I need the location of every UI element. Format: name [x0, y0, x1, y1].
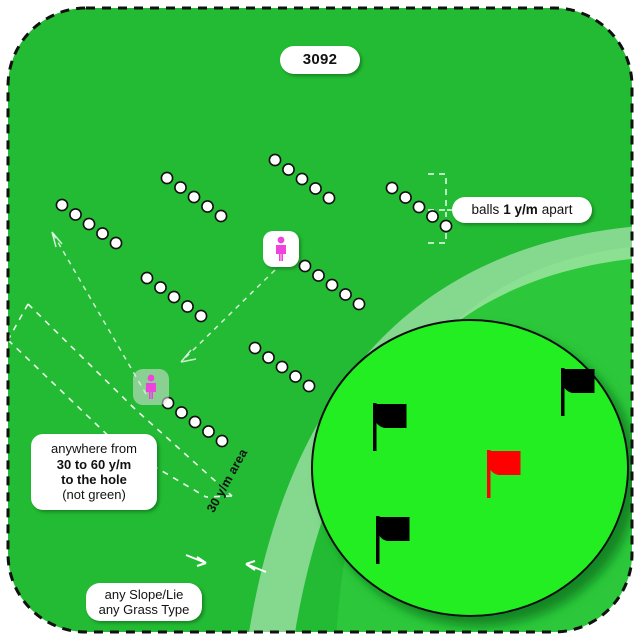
golf-ball — [268, 153, 282, 167]
title-badge: 3092 — [280, 46, 360, 74]
field-boundary — [6, 6, 634, 634]
golf-ball — [140, 271, 154, 285]
golf-ball — [385, 181, 399, 195]
balls-label-distance: 1 y/m — [503, 202, 538, 218]
flag-pole — [487, 450, 491, 498]
golf-ball — [160, 171, 174, 185]
distance-zone-label: anywhere from 30 to 60 y/m to the hole (… — [31, 434, 157, 510]
golf-ball — [82, 217, 96, 231]
flag-pole — [561, 368, 565, 416]
golf-ball — [275, 360, 289, 374]
grass-line-2: any Grass Type — [98, 602, 190, 617]
golf-ball — [187, 190, 201, 204]
arrowhead-lower-left — [180, 349, 197, 363]
golf-ball — [399, 191, 412, 204]
flag-pole — [373, 403, 377, 451]
cluster-top-center — [268, 153, 336, 205]
flag-banner — [376, 404, 407, 428]
golf-ball — [426, 210, 439, 223]
golf-ball — [181, 300, 194, 313]
golf-ball — [322, 191, 336, 205]
golf-ball — [295, 172, 309, 186]
band-arrow-left — [185, 554, 207, 567]
golf-ball — [298, 259, 312, 273]
player-marker-main[interactable] — [263, 231, 299, 267]
golf-ball — [262, 351, 275, 364]
golf-ball — [289, 370, 302, 383]
golf-ball — [154, 281, 167, 294]
golf-ball — [174, 181, 187, 194]
golf-ball — [55, 198, 69, 212]
flag-banner — [564, 369, 595, 393]
flag-pole — [376, 516, 380, 564]
cluster-top-right — [385, 181, 453, 233]
player-marker-alt[interactable] — [133, 369, 169, 405]
golf-ball — [69, 208, 82, 221]
cluster-lower-mid — [248, 341, 316, 393]
golf-ball — [352, 297, 366, 311]
flag-upper-right-green — [561, 368, 595, 416]
golf-ball — [215, 434, 229, 448]
flags — [373, 368, 595, 564]
golf-ball — [412, 200, 426, 214]
golf-ball — [248, 341, 262, 355]
cluster-left-upper — [55, 198, 123, 250]
grass-line-1: any Slope/Lie — [104, 586, 184, 602]
balls-spacing-label: balls 1 y/m apart — [452, 197, 592, 223]
arrowhead-upper-left — [51, 231, 63, 248]
cluster-mid-upper — [160, 171, 228, 223]
cluster-center — [140, 271, 208, 323]
putting-green — [311, 319, 629, 617]
flag-pin-red — [487, 450, 521, 498]
golf-ball — [439, 219, 453, 233]
title-text: 3092 — [302, 51, 338, 69]
golf-ball — [325, 278, 339, 292]
zone-guide-lines — [8, 303, 233, 498]
direction-arrows — [51, 231, 276, 395]
golf-ball — [167, 290, 181, 304]
zone-line-4: (not green) — [62, 487, 126, 503]
balls-label-pre: balls — [471, 202, 500, 218]
golf-ball — [96, 227, 109, 240]
zone-line-1: anywhere from — [51, 441, 137, 457]
golf-ball — [109, 236, 123, 250]
cluster-lower-left — [161, 396, 229, 448]
balls-label-post: apart — [541, 202, 573, 218]
zone-line-2: 30 to 60 y/m — [56, 456, 132, 472]
person-icon — [142, 374, 160, 400]
cluster-right-mid — [298, 259, 366, 311]
flag-banner — [490, 451, 521, 475]
golf-ball — [175, 406, 188, 419]
band-arrow-right — [245, 560, 267, 573]
flag-banner — [379, 517, 410, 541]
golf-ball — [339, 288, 352, 301]
golf-ball — [188, 415, 202, 429]
golf-ball — [194, 309, 208, 323]
flag-lower-left-green — [376, 516, 410, 564]
zone-line-3: to the hole — [61, 472, 127, 487]
flag-upper-left-green — [373, 403, 407, 451]
golf-ball — [309, 182, 322, 195]
golf-ball — [302, 379, 316, 393]
grass-type-label: any Slope/Lie any Grass Type — [86, 583, 202, 621]
golf-ball — [282, 163, 295, 176]
golf-ball — [202, 425, 215, 438]
golf-ball — [214, 209, 228, 223]
ball-clusters — [55, 153, 453, 448]
person-icon — [272, 236, 290, 262]
golf-ball — [312, 269, 325, 282]
golf-ball — [201, 200, 214, 213]
